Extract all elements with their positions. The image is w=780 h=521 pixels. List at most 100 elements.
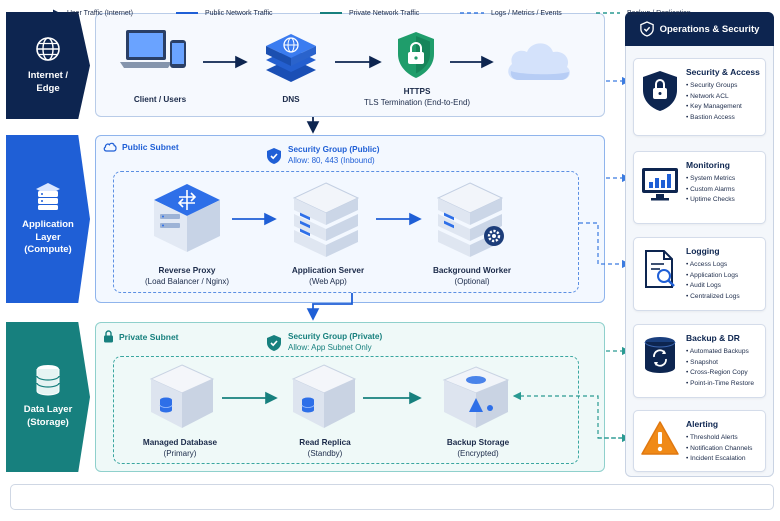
application-server-label: Application Server(Web App): [291, 266, 365, 286]
backup-storage-sub: (Encrypted): [457, 448, 499, 458]
monitor-chart-icon: [642, 168, 678, 201]
backup-db-icon: [644, 337, 676, 373]
application-server-sub: (Web App): [309, 276, 347, 286]
https-sub: TLS Termination (End-to-End): [363, 97, 471, 107]
read-replica-sub: (Standby): [307, 448, 343, 458]
ops-item: Snapshot: [686, 358, 754, 369]
legend-user-traffic: User Traffic (Internet): [36, 0, 133, 26]
shield-check-icon: [267, 334, 281, 351]
ops-card-list: Threshold Alerts Notification Channels I…: [686, 433, 752, 465]
ops-item: Bastion Access: [686, 113, 742, 124]
public-subnet-title: Public Subnet: [103, 142, 179, 152]
public-subnet-label: Public Subnet: [122, 142, 179, 152]
lock-icon: [104, 330, 113, 343]
reverse-proxy-sub: (Load Balancer / Nginx): [144, 276, 230, 286]
ops-item: Key Management: [686, 102, 742, 113]
https-shield-icon: [398, 32, 434, 78]
ops-card-logging: Logging Access Logs Application Logs Aud…: [633, 237, 766, 311]
legend-user-label: User Traffic (Internet): [67, 9, 134, 17]
layer-label-edge: Internet / Edge: [27, 69, 69, 94]
sg-private-sub: Allow: App Subnet Only: [288, 342, 372, 352]
dns-globe-icon: [266, 34, 316, 82]
server-stack-icon: [36, 182, 60, 210]
ops-item: Custom Alarms: [686, 185, 735, 196]
ops-card-security: Security & Access Security Groups Networ…: [633, 58, 766, 136]
ops-card-list: Automated Backups Snapshot Cross-Region …: [686, 347, 754, 390]
ops-item: System Metrics: [686, 174, 735, 185]
solid-arrow-navy-icon: [36, 9, 60, 17]
ops-item: Access Logs: [686, 260, 740, 271]
sg-public-sub: Allow: 80, 443 (Inbound): [288, 155, 375, 165]
ops-card-title: Alerting: [686, 419, 719, 429]
legend: [10, 484, 774, 510]
cloud-icon: [508, 43, 570, 80]
legend-backup: Backup / Replication: [596, 0, 691, 26]
globe-icon: [36, 36, 60, 61]
managed-database-sub: (Primary): [163, 448, 197, 458]
ops-item: Centralized Logs: [686, 292, 739, 303]
lock-shield-icon: [643, 71, 677, 111]
ops-item: Uptime Checks: [686, 195, 735, 206]
ops-item: Application Logs: [686, 271, 740, 282]
legend-private-traffic: Private Network Traffic: [320, 0, 419, 26]
ops-item: Notification Channels: [686, 444, 752, 455]
solid-line-blue-icon: [176, 12, 198, 14]
ops-card-monitoring: Monitoring System Metrics Custom Alarms …: [633, 151, 766, 224]
cloud-outline-icon: [103, 142, 117, 152]
backup-storage-label: Backup Storage(Encrypted): [446, 438, 510, 458]
private-dashed-group: [113, 356, 579, 464]
dns-label: DNS: [282, 95, 300, 104]
background-worker-icon: [436, 182, 504, 257]
layer-label-data: Data Layer (Storage): [23, 404, 73, 428]
log-search-icon: [645, 250, 675, 288]
security-group-public: Security Group (Public)Allow: 80, 443 (I…: [266, 145, 379, 166]
ops-card-title: Security & Access: [686, 67, 760, 77]
ops-item: Point-in-Time Restore: [686, 379, 754, 390]
ops-item: Threshold Alerts: [686, 433, 752, 444]
ops-card-title: Backup & DR: [686, 333, 740, 343]
backup-storage-icon: [442, 366, 510, 428]
layer-label-app: Application Layer (Compute): [22, 218, 74, 256]
ops-card-list: System Metrics Custom Alarms Uptime Chec…: [686, 174, 735, 206]
ops-item: Incident Escalation: [686, 454, 752, 465]
ops-item: Network ACL: [686, 92, 742, 103]
client-label: Client / Users: [133, 95, 187, 104]
warning-icon: [641, 421, 679, 455]
legend-public-label: Public Network Traffic: [205, 9, 273, 17]
ops-item: Security Groups: [686, 81, 742, 92]
legend-private-label: Private Network Traffic: [349, 9, 420, 17]
private-subnet-title: Private Subnet: [103, 330, 179, 343]
security-group-private: Security Group (Private)Allow: App Subne…: [266, 332, 382, 353]
ops-card-alerting: Alerting Threshold Alerts Notification C…: [633, 410, 766, 472]
dashed-line-blue-icon: [460, 12, 484, 14]
reverse-proxy-icon: [154, 184, 220, 252]
layer-tab-app: Application Layer (Compute): [6, 135, 90, 303]
sg-public-title: Security Group (Public): [288, 145, 380, 154]
ops-item: Audit Logs: [686, 281, 740, 292]
read-replica-icon: [291, 364, 357, 428]
reverse-proxy-label: Reverse Proxy(Load Balancer / Nginx): [144, 266, 230, 286]
background-worker-label: Background Worker(Optional): [432, 266, 512, 286]
legend-backup-label: Backup / Replication: [627, 9, 691, 17]
layer-tab-edge: Internet / Edge: [6, 12, 90, 119]
shield-check-icon: [639, 21, 654, 37]
private-subnet-label: Private Subnet: [119, 331, 179, 342]
database-icon: [36, 365, 60, 396]
ops-card-title: Monitoring: [686, 160, 730, 170]
operations-header: Operations & Security: [625, 12, 774, 46]
managed-database-label: Managed Database(Primary): [142, 438, 218, 458]
ops-card-list: Access Logs Application Logs Audit Logs …: [686, 260, 740, 303]
background-worker-sub: (Optional): [454, 276, 490, 286]
legend-logs: Logs / Metrics / Events: [460, 0, 562, 26]
ops-item: Automated Backups: [686, 347, 754, 358]
ops-card-title: Logging: [686, 246, 720, 256]
shield-check-icon: [267, 147, 281, 164]
read-replica-label: Read Replica(Standby): [299, 438, 351, 458]
public-dashed-group: [113, 171, 579, 293]
ops-card-backup: Backup & DR Automated Backups Snapshot C…: [633, 324, 766, 398]
sg-private-title: Security Group (Private): [288, 332, 383, 341]
legend-logs-label: Logs / Metrics / Events: [491, 9, 562, 17]
application-server-icon: [292, 182, 360, 257]
